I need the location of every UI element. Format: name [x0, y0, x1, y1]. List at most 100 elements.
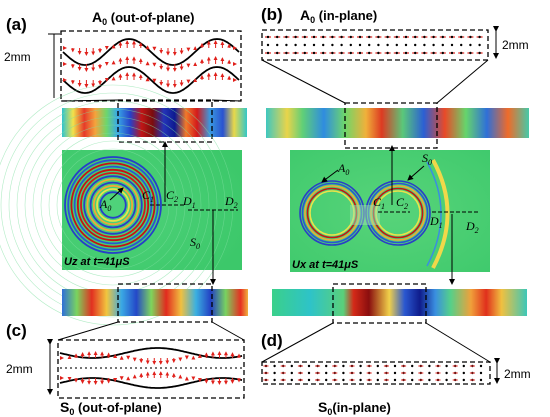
label-c2-right: C2 [396, 195, 408, 211]
strip-c-window [117, 283, 213, 323]
label-s0-left: S0 [190, 235, 200, 251]
particle-dot [377, 43, 380, 47]
particle-dot [290, 371, 293, 375]
strip-d-window [332, 283, 427, 324]
particle-dot [386, 35, 389, 39]
particle-dot [411, 378, 414, 382]
particle-dot [450, 43, 454, 47]
particle-dot [428, 364, 431, 368]
label-s0-right: S0 [422, 151, 432, 167]
particle-dot [469, 35, 472, 39]
wave-ring [83, 175, 143, 235]
particle-dot [303, 51, 306, 55]
particle-dot [377, 35, 380, 39]
strip-b-window [344, 102, 438, 149]
particle-dot [331, 35, 334, 39]
particle-dot [312, 51, 316, 55]
particle-dot [395, 35, 398, 39]
particle-dot [290, 378, 293, 382]
label-c1-left: C1 [142, 188, 154, 204]
projection-line [436, 59, 489, 104]
particle-dot [325, 364, 328, 368]
a0-pointer-right [321, 169, 339, 183]
particle-dot [276, 51, 279, 55]
a0-pointer [109, 187, 124, 201]
particle-dot [266, 43, 270, 47]
particle-dot [441, 51, 444, 55]
projection-line [211, 99, 242, 102]
wave-ring [99, 191, 127, 219]
particle-dot [377, 51, 380, 55]
particle-dot [273, 371, 276, 375]
particle-dot [307, 378, 311, 382]
particle-dot [432, 35, 435, 39]
particle-dot [342, 364, 345, 368]
particle-dot [359, 378, 362, 382]
projection-line [57, 321, 119, 341]
particle-dot [294, 35, 297, 39]
particle-dot [445, 364, 448, 368]
particle-dot [393, 371, 397, 375]
panel-c-label: (c) [6, 321, 27, 340]
particle-dot [359, 371, 362, 375]
panel-a-wave [62, 38, 240, 94]
particle-dot [340, 51, 343, 55]
displacement-strip-d [272, 289, 527, 316]
faint-ring [32, 124, 194, 286]
panel-a-zoom-box [60, 30, 242, 102]
particle-dot [414, 51, 417, 55]
particle-dot [450, 35, 454, 39]
thickness-label-b: 2mm [502, 38, 529, 52]
particle-dot [340, 43, 343, 47]
particle-dot [428, 371, 431, 375]
particle-dot [395, 51, 398, 55]
particle-dot [342, 378, 345, 382]
wave-ring [70, 162, 156, 248]
particle-dot [479, 378, 483, 382]
label-d2-right: D2 [465, 219, 479, 235]
particle-dot [349, 51, 352, 55]
particle-dot [312, 35, 316, 39]
particle-dot [411, 371, 414, 375]
particle-dot [479, 364, 483, 368]
displacement-strip-c [62, 289, 248, 316]
ux-field-map [290, 150, 490, 272]
s0-wavefront [426, 161, 442, 267]
particle-dot [479, 371, 483, 375]
particle-dot [460, 35, 463, 39]
ring-center [103, 195, 123, 215]
particle-dot [386, 43, 389, 47]
particle-dot [432, 43, 435, 47]
panel-b-label: (b) [261, 5, 283, 24]
particle-dot [312, 43, 316, 47]
thickness-arrow-a [48, 33, 60, 98]
particle-dot [462, 371, 465, 375]
particle-dot [303, 43, 306, 47]
panel-c-wave [59, 347, 243, 389]
particle-dot [325, 371, 328, 375]
panel-d-title: S0(in-plane) [318, 399, 391, 417]
thickness-label-a: 2mm [4, 50, 31, 64]
particle-dot [376, 364, 379, 368]
particle-dot [395, 43, 398, 47]
s0-pointer-right [407, 165, 425, 181]
ux-caption: Ux at t=41μS [292, 259, 359, 271]
particle-dot [359, 364, 362, 368]
wave-ring [96, 188, 130, 222]
particle-dot [266, 35, 270, 39]
particle-dot [368, 51, 371, 55]
particle-dot [349, 35, 352, 39]
particle-dot [393, 364, 397, 368]
panel-b-particles [265, 35, 483, 55]
particle-dot [322, 51, 325, 55]
particle-dot [428, 378, 431, 382]
s0-wavefront [431, 159, 450, 269]
particle-dot [460, 43, 463, 47]
particle-dot [460, 51, 463, 55]
particle-dot [478, 43, 481, 47]
particle-dot [273, 378, 276, 382]
displacement-strip-a [62, 108, 247, 137]
thickness-label-c: 2mm [6, 362, 33, 376]
panel-d-particles [263, 364, 483, 382]
